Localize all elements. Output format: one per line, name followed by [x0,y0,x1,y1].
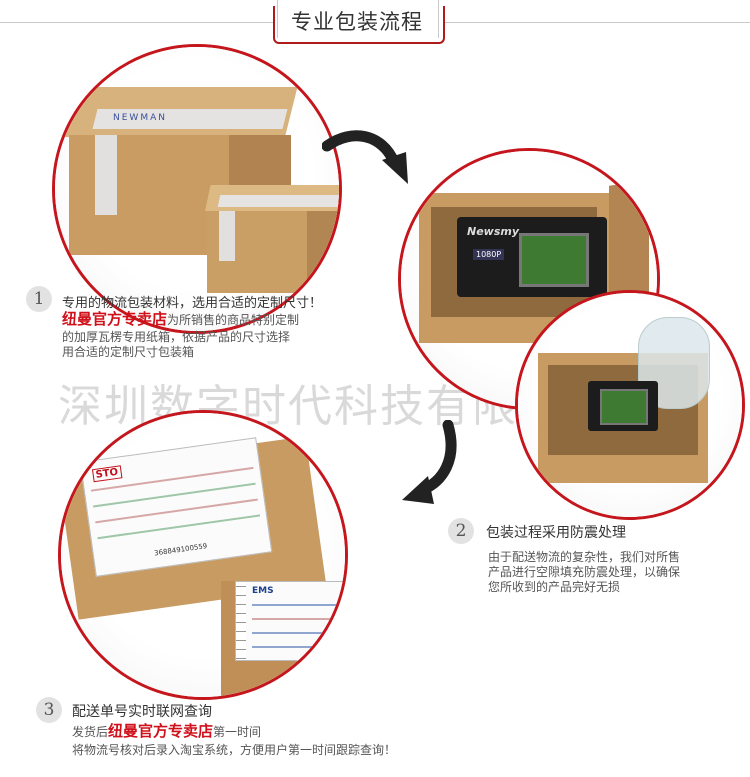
photo-sealed-boxes: NEWMAN [52,44,342,334]
step-1-desc-line-3: 用合适的定制尺寸包装箱 [62,345,195,359]
step-2-desc-line-3: 您所收到的产品完好无损 [488,580,621,594]
step-1-desc-inline: 为所销售的商品特别定制 [167,313,300,327]
device-badge: 1080P [473,249,505,260]
step-2-title: 包装过程采用防震处理 [486,525,626,541]
step-2-desc-line-2: 产品进行空隙填充防震处理，以确保 [488,565,681,579]
step-3-brand: 纽曼官方专卖店 [108,722,214,740]
sto-logo: STO [91,465,123,483]
step-3-desc-suffix: 第一时间 [213,725,262,739]
step-1-title: 专用的物流包装材料，选用合适的定制尺寸！ [62,296,323,311]
step-1-number: 1 [26,286,52,312]
step-2-number: 2 [448,518,474,544]
sto-tracking-number: 368849100559 [153,542,208,558]
step-2-desc-line-1: 由于配送物流的复杂性，我们对所售 [488,550,681,564]
step-1-desc-line-2: 的加厚瓦楞专用纸箱，依据产品的尺寸选择 [62,330,291,344]
header-title-frame [273,6,445,44]
step-3-desc-line-2: 将物流号核对后录入淘宝系统，方便用户第一时间跟踪查询！ [72,743,397,757]
page-title: 专业包装流程 [291,10,423,34]
header-rule-right [443,22,750,23]
curved-arrow-1-icon [322,130,408,184]
step-1-desc-line-1: 纽曼官方专卖店为所销售的商品特别定制 [62,310,300,328]
header-title-bg [277,0,439,38]
header-rule-left [0,22,273,23]
step-3-desc-prefix: 发货后 [72,725,109,739]
curved-arrow-2-icon [402,420,457,504]
photo-labeled-boxes: STO 368849100559 EMS [58,410,348,700]
step-3-title: 配送单号实时联网查询 [72,704,212,720]
step-3-number: 3 [36,697,62,723]
device-brand-text: Newsmy [467,225,520,238]
sto-shipping-label: STO 368849100559 [79,437,273,577]
header-title-box: 专业包装流程 [273,0,445,44]
device-screen [519,233,589,287]
photo-cushion-packing [515,290,745,520]
step-1-brand: 纽曼官方专卖店 [62,310,168,328]
step-3-desc-line-1: 发货后纽曼官方专卖店第一时间 [72,722,262,740]
box-tape-text: NEWMAN [113,113,167,123]
ems-shipping-label: EMS [235,581,345,661]
ems-logo: EMS [252,586,274,596]
